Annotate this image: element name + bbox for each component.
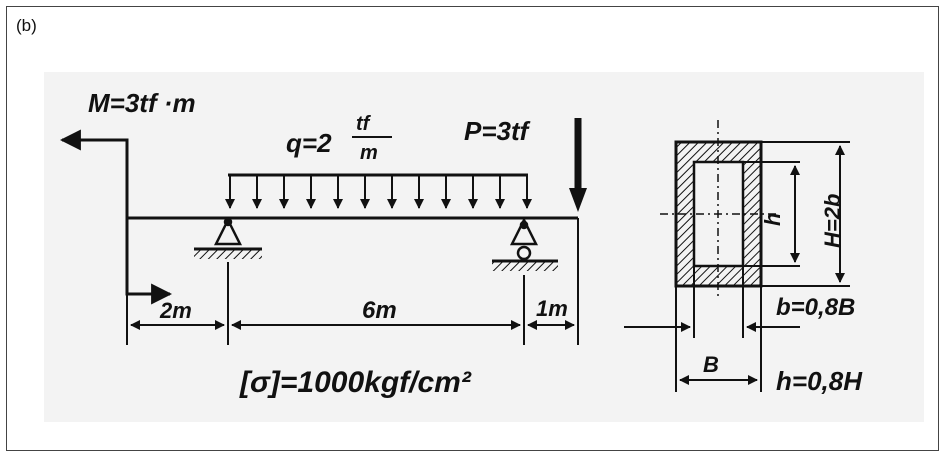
cross-section bbox=[660, 120, 780, 300]
h-relation-label: h=0,8H bbox=[776, 366, 863, 396]
allowable-stress-label: [σ]=1000kgf/cm² bbox=[239, 366, 472, 399]
pin-support-left bbox=[194, 217, 262, 259]
q-label: q=2 bbox=[286, 128, 332, 158]
b-relation-label: b=0,8B bbox=[776, 294, 855, 321]
q-numerator: tf bbox=[356, 113, 372, 135]
distributed-load bbox=[225, 173, 532, 209]
moment-label: M=3tf ·m bbox=[88, 88, 196, 118]
roller-support-right bbox=[492, 217, 558, 271]
dim-h-label: h bbox=[760, 213, 785, 226]
dim-6m-label: 6m bbox=[362, 297, 397, 324]
point-load-arrow bbox=[569, 118, 587, 212]
dim-H-label: H=2b bbox=[820, 194, 845, 248]
span-dimensions bbox=[126, 218, 579, 345]
scan-background bbox=[44, 72, 924, 422]
panel-label: (b) bbox=[16, 16, 37, 35]
dim-B-label: B bbox=[703, 352, 719, 377]
point-load-label: P=3tf bbox=[464, 116, 531, 146]
dim-2m-label: 2m bbox=[159, 298, 192, 323]
section-dimensions bbox=[624, 141, 850, 392]
dim-1m-label: 1m bbox=[536, 296, 568, 321]
q-denominator: m bbox=[360, 142, 378, 164]
